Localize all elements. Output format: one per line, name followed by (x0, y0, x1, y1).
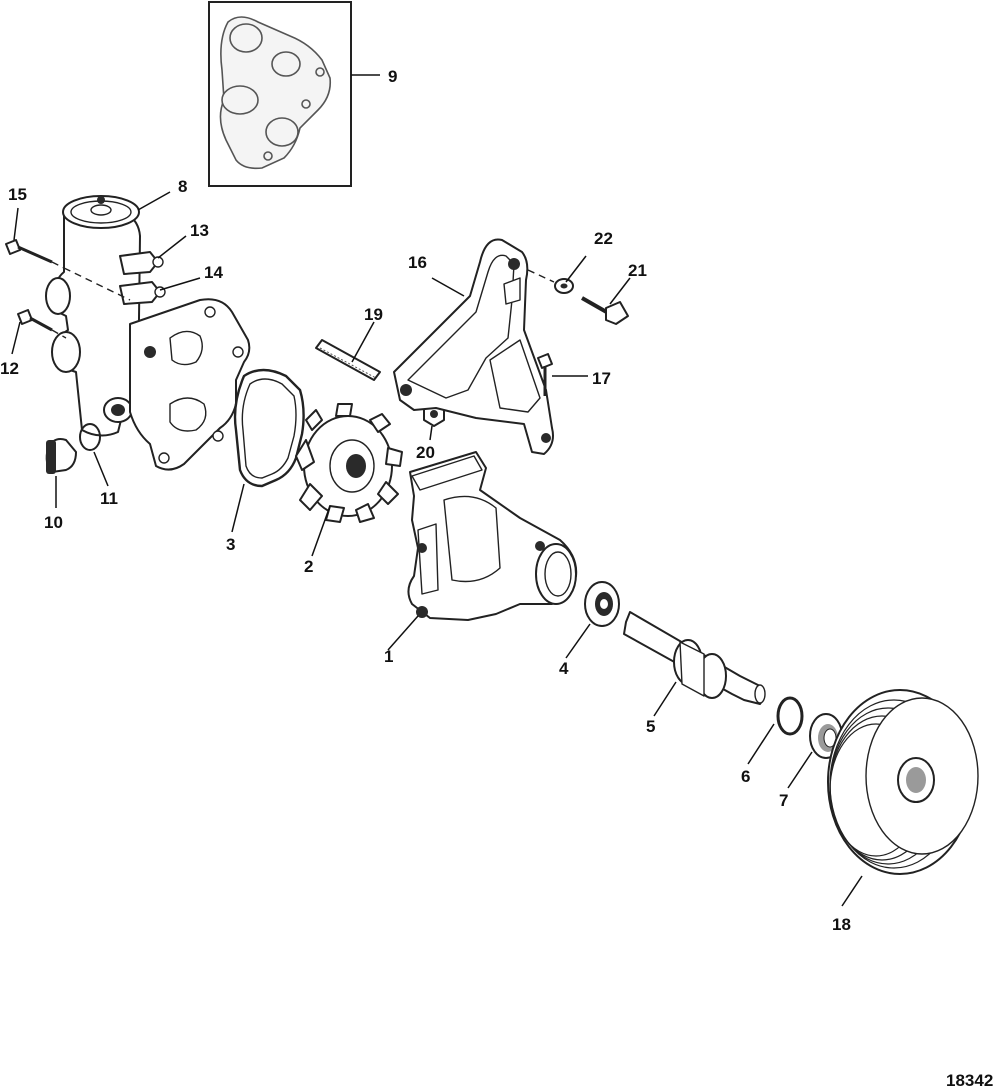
part-15-bolt (5, 239, 65, 269)
callout-13: 13 (190, 221, 209, 240)
part-18-pulley (827, 689, 979, 875)
callout-16: 16 (408, 253, 427, 272)
callout-14: 14 (204, 263, 223, 282)
callout-22: 22 (594, 229, 613, 248)
part-8-thermostat-housing (45, 195, 166, 437)
part-5-shaft (623, 611, 766, 705)
part-17-bolt (537, 353, 553, 396)
callout-5: 5 (646, 717, 655, 736)
alignment-line (63, 267, 131, 301)
part-4-seal (584, 581, 620, 627)
callout-2: 2 (304, 557, 313, 576)
callout-11: 11 (100, 489, 118, 508)
callout-19: 19 (364, 305, 383, 324)
callout-21: 21 (628, 261, 647, 280)
part-3-gasket (233, 368, 305, 488)
callout-18: 18 (832, 915, 851, 934)
callout-12: 12 (0, 359, 19, 378)
callout-20: 20 (416, 443, 435, 462)
callout-4: 4 (559, 659, 569, 678)
leader-lines (11, 74, 863, 907)
alignment-line-2 (527, 269, 555, 283)
callout-1: 1 (384, 647, 393, 666)
pump-body-cover (129, 298, 251, 471)
part-12-bolt (17, 309, 67, 339)
part-11-o-ring (79, 423, 101, 451)
part-16-bracket (393, 238, 554, 455)
callout-7: 7 (779, 791, 788, 810)
part-21-bolt (581, 296, 629, 325)
part-9-inset (208, 1, 352, 187)
part-10-plug (45, 438, 77, 474)
callout-6: 6 (741, 767, 750, 786)
callout-10: 10 (44, 513, 63, 532)
callout-labels: 1 2 3 4 5 6 7 8 9 10 11 12 13 14 15 16 1… (0, 67, 993, 1089)
part-6-o-ring (776, 696, 804, 736)
callout-8: 8 (178, 177, 187, 196)
part-2-impeller (295, 403, 403, 523)
callout-3: 3 (226, 535, 235, 554)
figure-id: 18342 (946, 1071, 993, 1089)
part-1-pump-body (407, 451, 578, 621)
callout-17: 17 (592, 369, 611, 388)
callout-15: 15 (8, 185, 27, 204)
part-22-washer (554, 278, 574, 294)
part-19-stud (315, 339, 381, 381)
callout-9: 9 (388, 67, 397, 86)
